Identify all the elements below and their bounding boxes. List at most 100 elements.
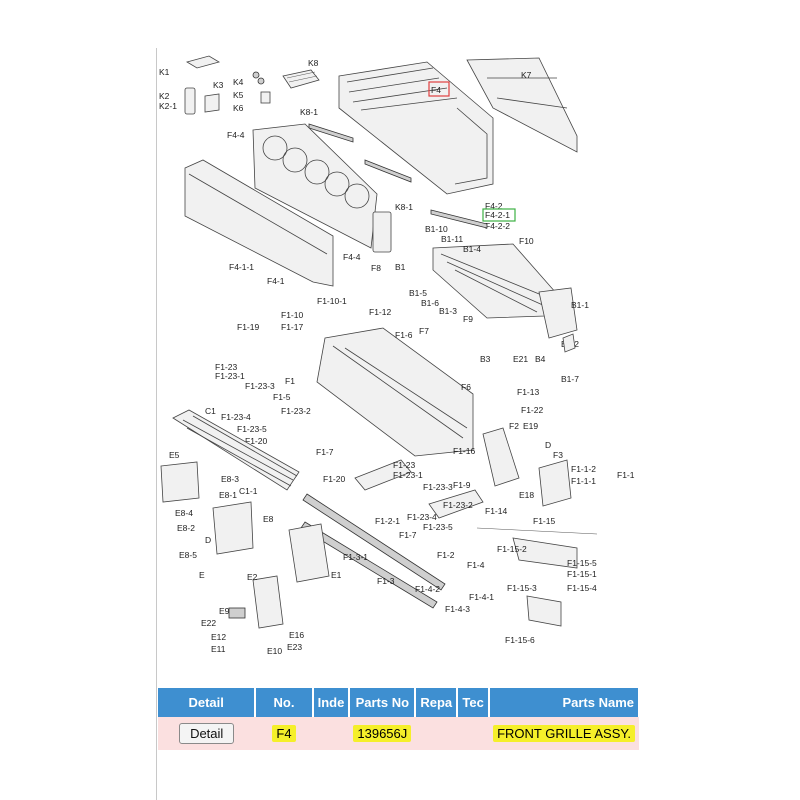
label-K8-1[interactable]: K8-1: [395, 202, 413, 212]
evaporator-assy-b1[interactable]: [432, 243, 578, 339]
label-F4-2-1[interactable]: F4-2-1: [485, 210, 510, 220]
label-F4-4-top[interactable]: F4-4: [227, 130, 245, 140]
col-header-detail[interactable]: Detail: [158, 688, 257, 717]
label-E23[interactable]: E23: [287, 642, 302, 652]
label-B1-7[interactable]: B1-7: [561, 374, 579, 384]
label-F1-9[interactable]: F1-9: [453, 480, 471, 490]
col-header-no[interactable]: No.: [255, 688, 314, 717]
label-F1-15-4[interactable]: F1-15-4: [567, 583, 597, 593]
label-F1-20-lower[interactable]: F1-20: [323, 474, 345, 484]
label-F1-23-2[interactable]: F1-23-2: [281, 406, 311, 416]
label-F1-5[interactable]: F1-5: [273, 392, 291, 402]
label-F1-15-3[interactable]: F1-15-3: [507, 583, 537, 593]
label-F3[interactable]: F3: [553, 450, 563, 460]
display-f8-shape[interactable]: [372, 211, 392, 253]
pcb-e2-shape[interactable]: [252, 575, 284, 629]
exploded-parts-diagram[interactable]: K1 K2 K2-1 K3 K4 K5 K6 K8 K8-1 F4 K7 F4-…: [157, 48, 640, 688]
table-row[interactable]: Detail F4 139656J FRONT GRILLE ASSY.: [158, 717, 639, 750]
label-F1[interactable]: F1: [285, 376, 295, 386]
label-B1[interactable]: B1: [395, 262, 406, 272]
label-F1-23-3-lower[interactable]: F1-23-3: [423, 482, 453, 492]
label-B1-1[interactable]: B1-1: [571, 300, 589, 310]
label-E12[interactable]: E12: [211, 632, 226, 642]
label-B1-4[interactable]: B1-4: [463, 244, 481, 254]
hover-part-marker-f4-2-1[interactable]: [482, 208, 516, 222]
label-F1-10[interactable]: F1-10: [281, 310, 303, 320]
detail-button[interactable]: Detail: [179, 723, 235, 744]
label-F1-23-4[interactable]: F1-23-4: [221, 412, 251, 422]
label-K6[interactable]: K6: [233, 103, 244, 113]
label-F1-15-5[interactable]: F1-15-5: [567, 558, 597, 568]
label-F1-23-5[interactable]: F1-23-5: [237, 424, 267, 434]
label-F1-4-1[interactable]: F1-4-1: [469, 592, 494, 602]
label-F1-15-2[interactable]: F1-15-2: [497, 544, 527, 554]
label-F1-23-1-lower[interactable]: F1-23-1: [393, 470, 423, 480]
label-E21[interactable]: E21: [513, 354, 528, 364]
label-E8-1[interactable]: E8-1: [219, 490, 237, 500]
label-F4-1[interactable]: F4-1: [267, 276, 285, 286]
col-header-index[interactable]: Inde: [312, 688, 351, 717]
col-header-repair[interactable]: Repa: [415, 688, 459, 717]
label-K7[interactable]: K7: [521, 70, 532, 80]
label-F1-15[interactable]: F1-15: [533, 516, 555, 526]
label-F1-10-1[interactable]: F1-10-1: [317, 296, 347, 306]
cross-flow-fan-c1[interactable]: [172, 409, 300, 491]
front-panel-f4-1-shape[interactable]: [184, 159, 334, 287]
label-F1-14[interactable]: F1-14: [485, 506, 507, 516]
label-E22[interactable]: E22: [201, 618, 216, 628]
label-B1-11[interactable]: B1-11: [441, 234, 463, 244]
label-E8-2[interactable]: E8-2: [177, 523, 195, 533]
label-F4[interactable]: F4: [431, 85, 441, 95]
label-B1-3[interactable]: B1-3: [439, 306, 457, 316]
label-K5[interactable]: K5: [233, 90, 244, 100]
label-E1[interactable]: E1: [331, 570, 342, 580]
label-F1-23-5-lower[interactable]: F1-23-5: [423, 522, 453, 532]
label-D-right[interactable]: D: [545, 440, 551, 450]
label-E2[interactable]: E2: [247, 572, 258, 582]
label-F1-4-2[interactable]: F1-4-2: [415, 584, 440, 594]
label-K2-1[interactable]: K2-1: [159, 101, 177, 111]
col-header-tech[interactable]: Tec: [457, 688, 491, 717]
label-F1-20[interactable]: F1-20: [245, 436, 267, 446]
label-K8-1-top[interactable]: K8-1: [300, 107, 318, 117]
label-K8[interactable]: K8: [308, 58, 319, 68]
label-E9[interactable]: E9: [219, 606, 230, 616]
label-F1-7[interactable]: F1-7: [316, 447, 334, 457]
chassis-assy-f1[interactable]: [316, 327, 474, 457]
label-F1-16[interactable]: F1-16: [453, 446, 475, 456]
selected-part-marker-f4[interactable]: [428, 81, 450, 97]
parts-code-label[interactable]: 139656J: [353, 725, 412, 742]
label-D-left[interactable]: D: [205, 535, 211, 545]
label-F7[interactable]: F7: [419, 326, 429, 336]
label-F1-1-2[interactable]: F1-1-2: [571, 464, 596, 474]
label-F4-2-2[interactable]: F4-2-2: [485, 221, 510, 231]
label-E10[interactable]: E10: [267, 646, 282, 656]
fan-motor-f2-shape[interactable]: [482, 427, 520, 487]
label-F1-2-1[interactable]: F1-2-1: [375, 516, 400, 526]
label-F1-23-3[interactable]: F1-23-3: [245, 381, 275, 391]
label-F1-23[interactable]: F1-23: [215, 362, 237, 372]
label-F1-6[interactable]: F1-6: [395, 330, 413, 340]
label-B1-5[interactable]: B1-5: [409, 288, 427, 298]
label-F1-4[interactable]: F1-4: [467, 560, 485, 570]
label-C1-1[interactable]: C1-1: [239, 486, 258, 496]
label-F1-1-1[interactable]: F1-1-1: [571, 476, 596, 486]
label-E-left[interactable]: E: [199, 570, 205, 580]
label-F9[interactable]: F9: [463, 314, 473, 324]
label-B4[interactable]: B4: [535, 354, 546, 364]
label-F10[interactable]: F10: [519, 236, 534, 246]
part-e5-shape[interactable]: [160, 461, 200, 503]
label-F1-2[interactable]: F1-2: [437, 550, 455, 560]
filter-k8-shape[interactable]: [282, 69, 320, 89]
label-F1-15-6[interactable]: F1-15-6: [505, 635, 535, 645]
label-F4-4[interactable]: F4-4: [343, 252, 361, 262]
label-E18[interactable]: E18: [519, 490, 534, 500]
label-E11[interactable]: E11: [211, 644, 226, 654]
label-E19[interactable]: E19: [523, 421, 538, 431]
label-F1-23-4-lower[interactable]: F1-23-4: [407, 512, 437, 522]
part-number-label[interactable]: F4: [272, 725, 296, 742]
col-header-parts-name[interactable]: Parts Name: [489, 688, 640, 717]
label-F1-15-1[interactable]: F1-15-1: [567, 569, 597, 579]
front-grille-assy-f4[interactable]: [338, 61, 494, 195]
label-E5[interactable]: E5: [169, 450, 180, 460]
